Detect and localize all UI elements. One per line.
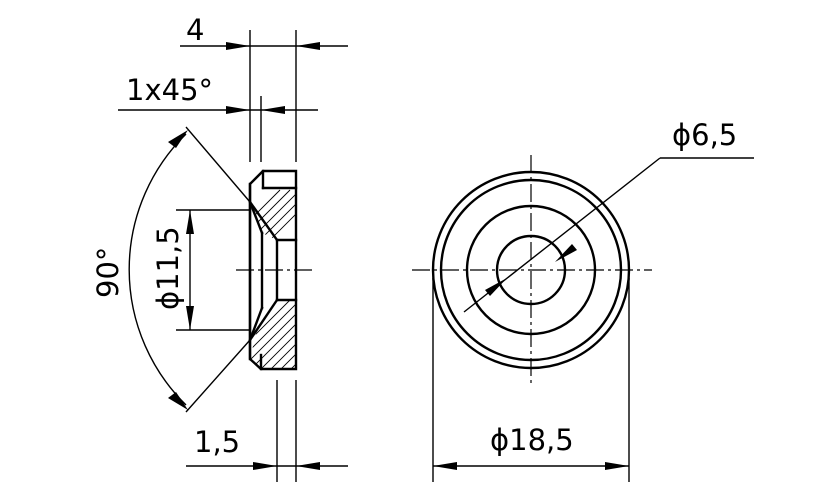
dim-inner-diameter: ϕ11,5 (151, 226, 185, 310)
dim-chamfer: 1x45° (126, 73, 213, 107)
dim-outer-diameter: ϕ18,5 (490, 423, 574, 457)
section-view: 4 1x45° 90° ϕ11,5 1,5 (91, 13, 348, 482)
front-view: ϕ6,5 ϕ18,5 (412, 118, 754, 482)
hatch-bottom (250, 300, 296, 369)
dim-thickness: 4 (186, 13, 204, 47)
dim-step: 1,5 (194, 425, 240, 459)
angle-arc (128, 133, 187, 406)
hatch-top (250, 189, 296, 240)
dim-bore: ϕ6,5 (672, 118, 737, 152)
dim-angle: 90° (91, 247, 125, 298)
